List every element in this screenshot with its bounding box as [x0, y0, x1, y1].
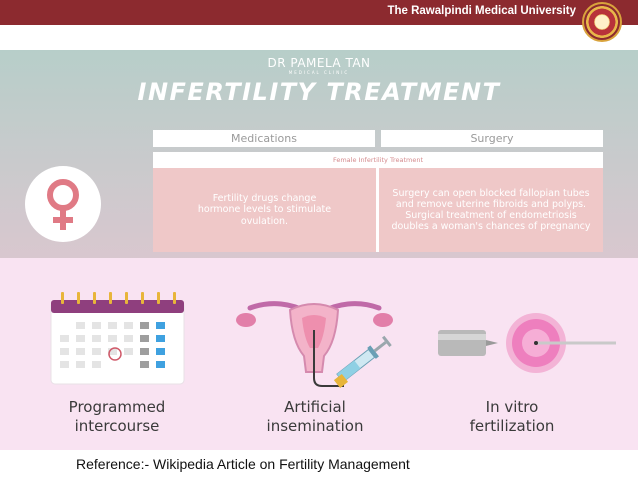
column-header-medications: Medications [153, 130, 375, 147]
venus-icon [47, 179, 79, 230]
table-subheader: Female Infertility Treatment [153, 152, 603, 168]
medications-cell: Fertility drugs change hormone levels to… [153, 168, 376, 252]
method-label-in-vitro-fertilization: In vitro fertilization [469, 398, 555, 435]
method-label-programmed-intercourse: Programmed intercourse [68, 398, 166, 435]
university-seal-icon [582, 2, 622, 42]
clinic-subtitle: MEDICAL CLINIC [288, 70, 350, 75]
medications-text: Fertility drugs change hormone levels to… [197, 193, 332, 227]
infographic: DR PAMELA TAN MEDICAL CLINIC INFERTILITY… [0, 50, 638, 450]
method-label-artificial-insemination: Artificial insemination [266, 398, 364, 435]
ivf-needle-egg-icon [438, 313, 616, 373]
cell-divider [376, 168, 379, 252]
reference-text: Reference:- Wikipedia Article on Fertili… [76, 456, 410, 472]
university-title: The Rawalpindi Medical University [387, 5, 576, 17]
surgery-text: Surgery can open blocked fallopian tubes… [391, 187, 591, 233]
infographic-title: INFERTILITY TREATMENT [137, 78, 501, 106]
header-bar: The Rawalpindi Medical University [0, 0, 638, 25]
clinic-name: DR PAMELA TAN [267, 56, 371, 70]
calendar-icon [50, 292, 185, 385]
column-header-surgery: Surgery [381, 130, 603, 147]
surgery-cell: Surgery can open blocked fallopian tubes… [379, 168, 603, 252]
uterus-syringe-icon [236, 301, 393, 389]
